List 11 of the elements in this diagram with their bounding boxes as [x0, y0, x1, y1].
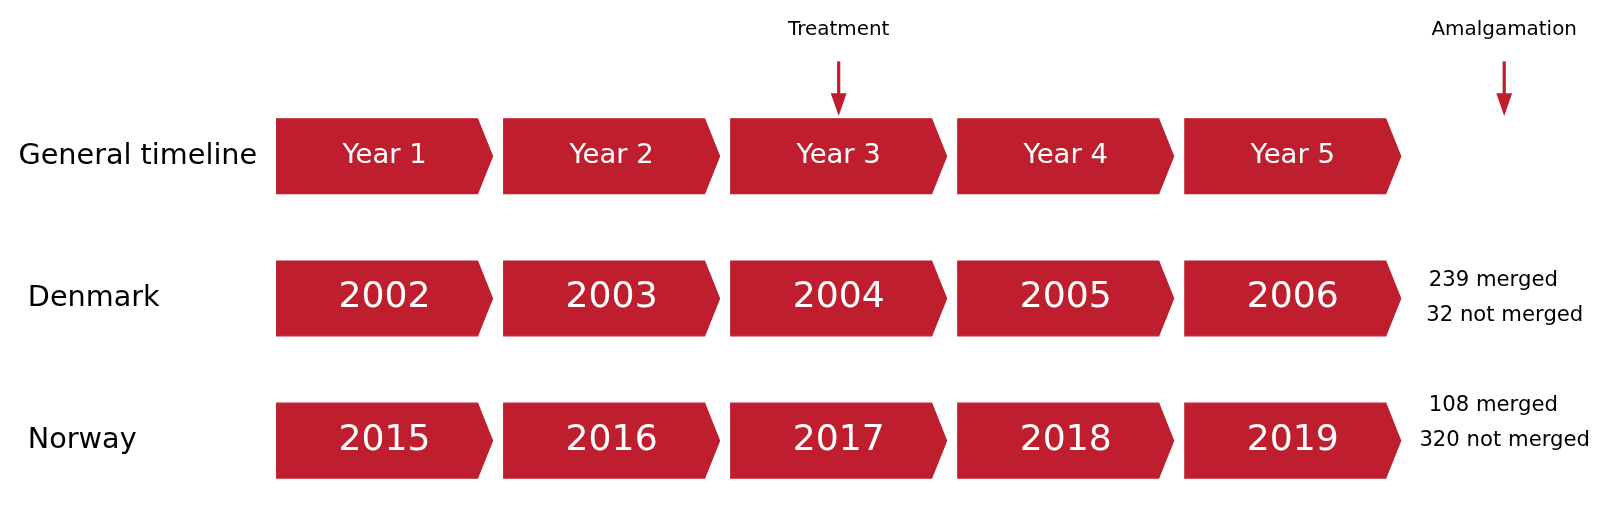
label: 239 merged [1428, 266, 1558, 292]
label: 320 not merged [1419, 425, 1590, 451]
label: 108 merged [1428, 390, 1558, 416]
node-text: Treatment [787, 15, 890, 40]
label: General timeline [18, 136, 258, 171]
arrow [1496, 61, 1513, 116]
label: Norway [27, 421, 137, 456]
label: Denmark [27, 278, 160, 313]
arrow [830, 61, 847, 116]
label: 32 not merged [1426, 301, 1584, 327]
node-text: Amalgamation [1431, 15, 1577, 40]
